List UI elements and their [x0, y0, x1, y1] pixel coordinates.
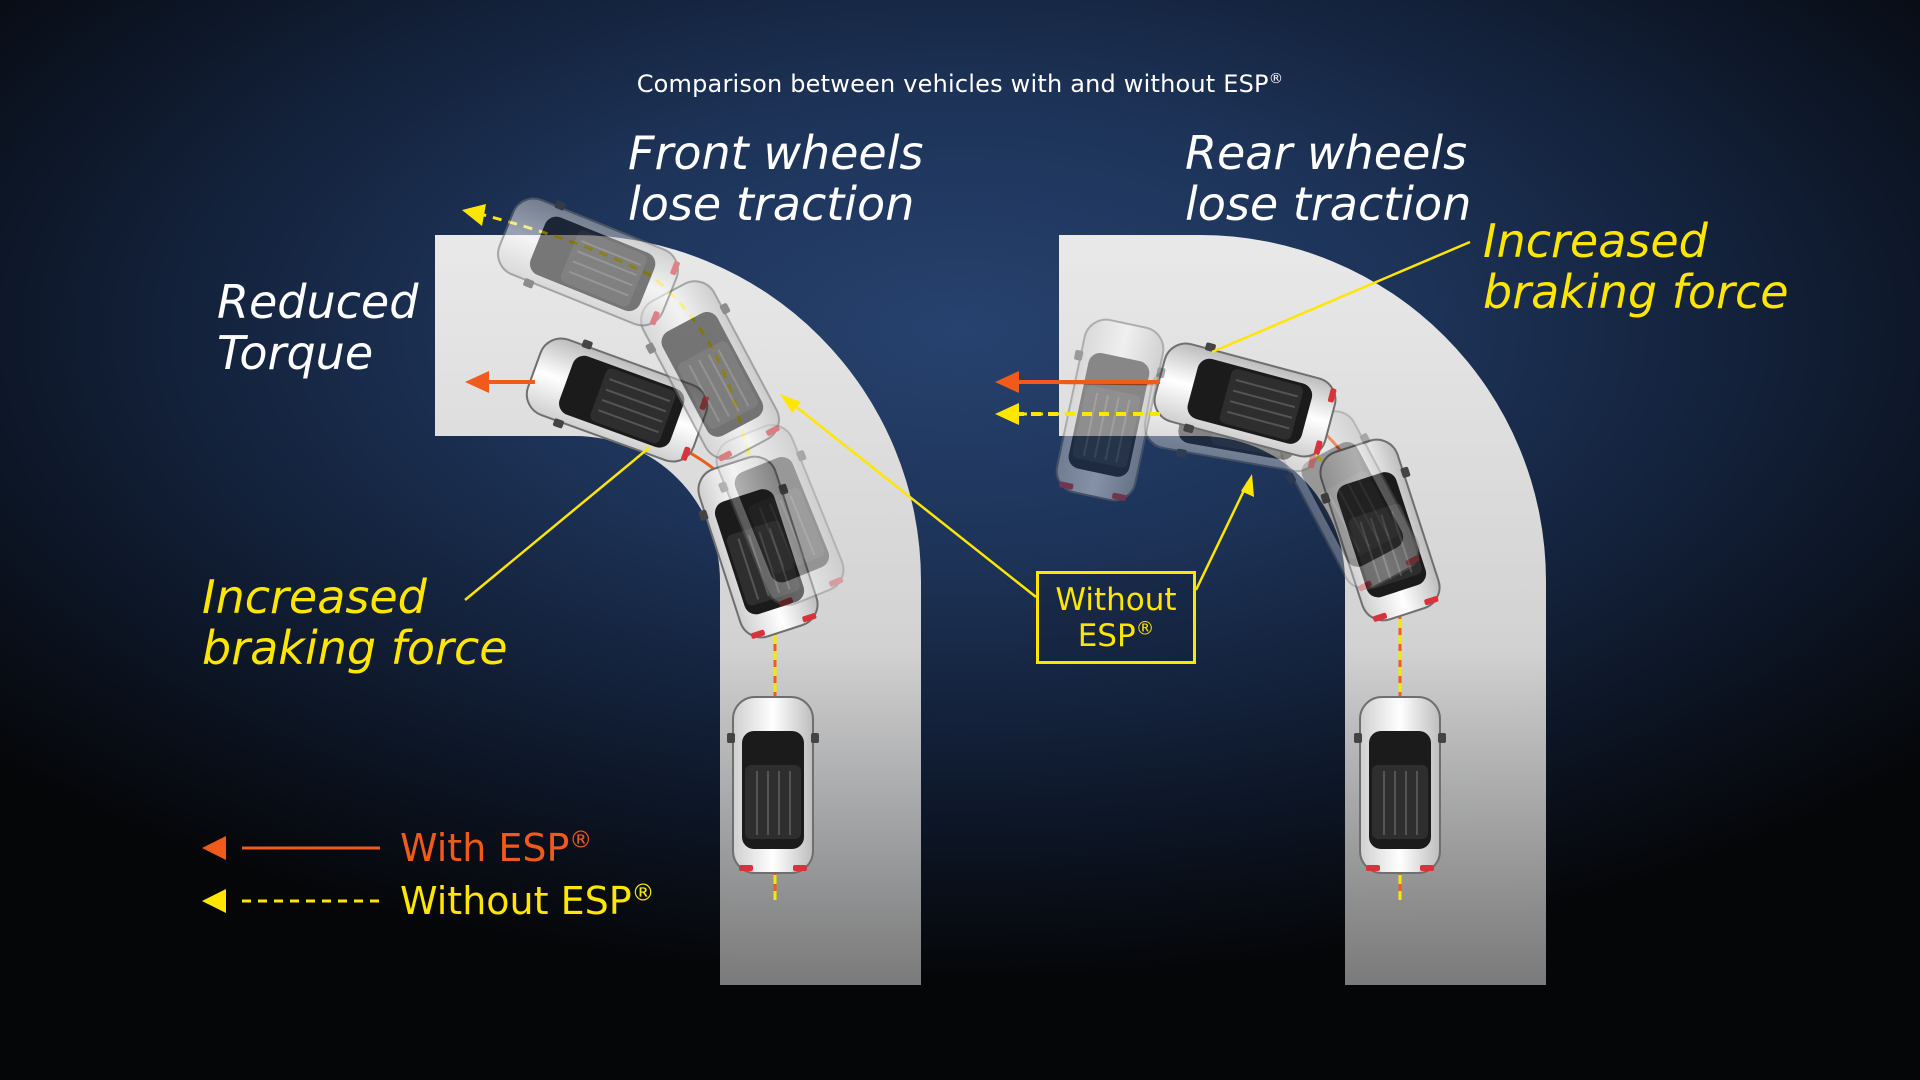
without-esp-box-line2: ESP® — [1077, 617, 1155, 654]
legend-without-esp-label: Without ESP® — [400, 879, 655, 923]
right-braking-callout-line — [1211, 240, 1471, 354]
reduced-torque-label: Reduced Torque — [217, 275, 419, 380]
right-car-start — [1353, 696, 1447, 874]
center-box-arrowhead-right — [1241, 474, 1254, 497]
without-esp-box: Without ESP® — [1036, 571, 1196, 664]
center-box-line-left — [784, 397, 1037, 598]
without-esp-box-line1: Without — [1055, 581, 1177, 618]
left-arrowhead-with-esp — [465, 371, 489, 393]
right-heading: Rear wheels lose traction — [1185, 126, 1472, 231]
right-arrowhead-without-esp — [995, 403, 1019, 425]
right-braking-label: Increased braking force — [1483, 214, 1789, 319]
legend-without-arrowhead — [202, 889, 226, 913]
page-subtitle: Comparison between vehicles with and wit… — [636, 70, 1284, 98]
left-arrowhead-without-esp — [462, 204, 486, 226]
left-braking-label: Increased braking force — [202, 570, 508, 675]
center-box-arrowhead-left — [780, 394, 801, 413]
legend-with-esp-label: With ESP® — [400, 826, 593, 870]
left-car-start — [726, 696, 820, 874]
center-box-line-right — [1194, 481, 1250, 591]
right-arrowhead-with-esp — [995, 371, 1019, 393]
left-braking-callout-line — [464, 446, 651, 601]
left-heading: Front wheels lose traction — [628, 126, 924, 231]
legend-with-arrowhead — [202, 836, 226, 860]
